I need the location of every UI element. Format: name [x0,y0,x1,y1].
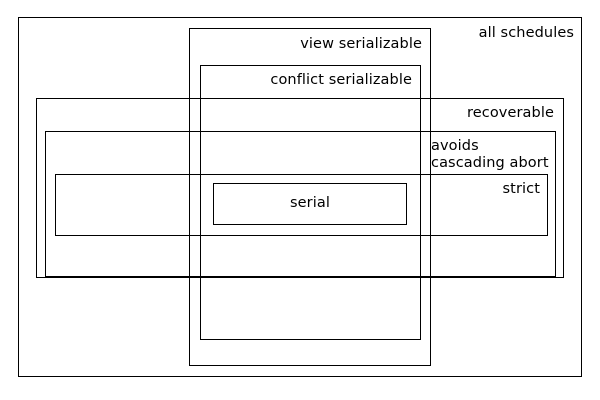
box-label-conflict-serializable: conflict serializable [270,72,412,88]
box-serial [213,183,407,225]
box-label-recoverable: recoverable [466,105,554,121]
box-label-view-serializable: view serializable [300,36,422,52]
box-avoids-cascading-abort [45,131,556,277]
box-conflict-serializable [200,65,421,340]
box-view-serializable [189,28,431,366]
box-label-strict: strict [502,181,540,197]
box-recoverable [36,98,564,278]
box-label-avoids-cascading-abort: avoids cascading abort [431,138,549,171]
box-all-schedules [18,17,582,377]
box-label-all-schedules: all schedules [478,25,574,41]
box-label-serial: serial [290,195,330,211]
box-strict [55,174,548,236]
